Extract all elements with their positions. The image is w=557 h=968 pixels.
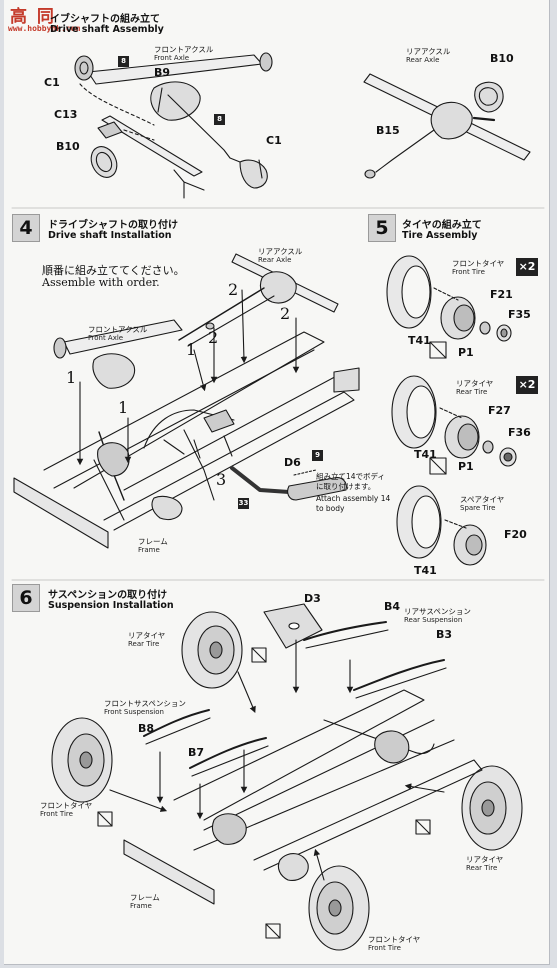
part-label: B8 xyxy=(138,722,155,735)
sec6-title-en: Suspension Installation xyxy=(48,600,174,611)
sec4-title-jp: ドライブシャフトの取り付け xyxy=(48,220,178,231)
order-number: 2 xyxy=(208,328,219,347)
front-tire-en: Front Tire xyxy=(452,268,485,276)
sticker-tag: 8 xyxy=(214,114,225,125)
sec4-title-en: Drive shaft Installation xyxy=(48,230,172,241)
sec6-rear-tire-en: Rear Tire xyxy=(128,640,160,648)
part-label: B15 xyxy=(376,124,400,137)
instruction-page: 高 同 www.hobbyhk.com xyxy=(4,0,550,965)
assembly-diagrams xyxy=(11,52,545,951)
order-number: 1 xyxy=(66,368,77,387)
assemble-order-jp: 順番に組み立ててください。 xyxy=(42,264,185,277)
part-label: T41 xyxy=(414,448,437,461)
part-label: C13 xyxy=(54,108,78,121)
chassis-frame-drawing xyxy=(13,253,360,549)
sec3-rear-axle-en: Rear Axle xyxy=(406,56,440,64)
spare-tire-jp: スペアタイヤ xyxy=(460,495,505,504)
front-axle-drawing xyxy=(74,52,273,199)
note-jp-line2: に取り付けます。 xyxy=(316,482,376,491)
sec6-frame-en: Frame xyxy=(130,902,152,910)
sec3-front-axle-en: Front Axle xyxy=(154,54,190,62)
part-label: F21 xyxy=(490,288,513,301)
note-jp-line1: 組み立て14でボディ xyxy=(316,472,386,481)
rear-tire-en: Rear Tire xyxy=(456,388,488,396)
sec6-title-jp: サスペンションの取り付け xyxy=(48,590,168,601)
sec6-rear-tire2-en: Rear Tire xyxy=(466,864,498,872)
sec6-front-tire-en: Front Tire xyxy=(40,810,73,818)
order-number: 2 xyxy=(280,304,291,323)
part-label: F27 xyxy=(488,404,511,417)
sec6-frame-jp: フレーム xyxy=(130,893,160,902)
part-label: F20 xyxy=(504,528,527,541)
spare-tire-en: Spare Tire xyxy=(460,504,496,512)
part-label: C1 xyxy=(266,134,282,147)
part-label: F35 xyxy=(508,308,531,321)
tire-drawings xyxy=(386,255,517,566)
order-number: 1 xyxy=(118,398,129,417)
sec4-frame-jp: フレーム xyxy=(138,537,168,546)
part-label: D3 xyxy=(304,592,321,605)
sec6-rear-tire-jp: リアタイヤ xyxy=(128,631,166,640)
order-number: 2 xyxy=(228,280,239,299)
watermark-url: www.hobbyhk.com xyxy=(8,24,81,33)
front-suspension-jp: フロントサスペンション xyxy=(104,699,186,708)
sec6-front-tire2-en: Front Tire xyxy=(368,944,401,952)
sec3-title-jp: イブシャフトの組み立て xyxy=(50,14,160,25)
sec3-title-en: Drive shaft Assembly xyxy=(50,24,164,35)
sec4-rear-axle-jp: リアアクスル xyxy=(258,247,303,256)
order-number: 1 xyxy=(186,340,197,359)
sec4-rear-axle-en: Rear Axle xyxy=(258,256,292,264)
site-watermark: 高 同 www.hobbyhk.com xyxy=(6,2,86,38)
sec3-front-axle-jp: フロントアクスル xyxy=(154,45,214,54)
sticker-tag: 8 xyxy=(118,56,129,67)
rear-suspension-jp: リアサスペンション xyxy=(404,607,471,616)
sticker-tag: 9 xyxy=(312,450,323,461)
note-en-line1: Attach assembly 14 xyxy=(316,494,391,503)
front-tire-jp: フロントタイヤ xyxy=(452,259,505,268)
watermark-site-name: 高 同 xyxy=(10,7,56,27)
step-number-4: 4 xyxy=(12,214,40,242)
assemble-order-en: Assemble with order. xyxy=(42,276,160,289)
part-label: B9 xyxy=(154,66,171,79)
order-number: 3 xyxy=(216,470,227,489)
sec4-front-axle-en: Front Axle xyxy=(88,334,124,342)
sec4-frame-en: Frame xyxy=(138,546,160,554)
note-en-line2: to body xyxy=(316,504,345,513)
sec3-rear-axle-jp: リアアクスル xyxy=(406,47,451,56)
sticker-tag: 33 xyxy=(238,498,249,509)
part-label: F36 xyxy=(508,426,531,439)
part-label: B4 xyxy=(384,600,401,613)
part-label: T41 xyxy=(414,564,437,577)
suspension-drawing xyxy=(51,603,523,951)
sec6-rear-tire2-jp: リアタイヤ xyxy=(466,855,504,864)
rear-axle-drawing xyxy=(363,73,531,179)
rear-tire-jp: リアタイヤ xyxy=(456,379,494,388)
sec5-title-en: Tire Assembly xyxy=(402,230,478,241)
part-label: B3 xyxy=(436,628,453,641)
sec5-title-jp: タイヤの組み立て xyxy=(402,220,482,231)
part-label: D6 xyxy=(284,456,301,469)
part-label: T41 xyxy=(408,334,431,347)
step-number-5: 5 xyxy=(368,214,396,242)
quantity-badge: ×2 xyxy=(516,376,538,394)
quantity-badge: ×2 xyxy=(516,258,538,276)
step-number-6: 6 xyxy=(12,584,40,612)
sec6-front-tire2-jp: フロントタイヤ xyxy=(368,935,421,944)
rear-suspension-en: Rear Suspension xyxy=(404,616,463,624)
part-label: B7 xyxy=(188,746,205,759)
sec6-front-tire-jp: フロントタイヤ xyxy=(40,801,93,810)
part-label: P1 xyxy=(458,346,474,359)
part-label: B10 xyxy=(56,140,80,153)
front-suspension-en: Front Suspension xyxy=(104,708,164,716)
part-label: C1 xyxy=(44,76,60,89)
part-label: P1 xyxy=(458,460,474,473)
sec4-front-axle-jp: フロントアクスル xyxy=(88,325,148,334)
part-label: B10 xyxy=(490,52,514,65)
